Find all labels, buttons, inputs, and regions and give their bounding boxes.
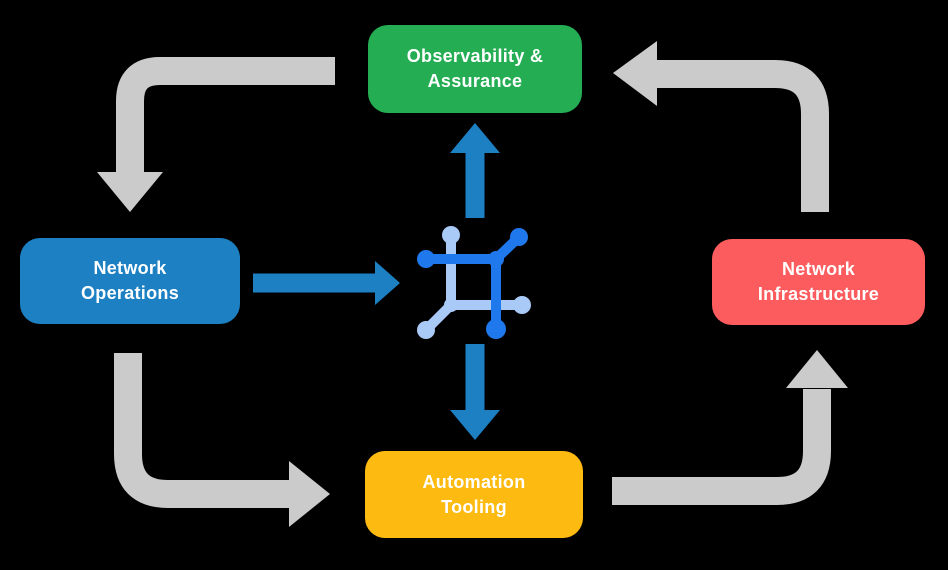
box-network-operations: Network Operations <box>20 238 240 324</box>
box-observability-assurance: Observability & Assurance <box>368 25 582 113</box>
box-label-line: Tooling <box>441 496 507 517</box>
arrow-infrastructure-to-observability <box>613 41 829 212</box>
box-label-line: Network <box>93 258 167 278</box>
box-label-line: Automation <box>422 471 526 492</box>
arrow-observability-to-operations <box>97 57 335 212</box>
box-network-infrastructure: Network Infrastructure <box>712 239 925 325</box>
arrow-operations-to-core <box>253 261 400 305</box>
box-label-line: Infrastructure <box>757 284 880 304</box>
arrow-head <box>97 172 163 212</box>
network-mesh-icon-dark-part <box>417 228 528 339</box>
arrow-shaft <box>612 389 831 505</box>
network-mesh-icon <box>417 226 531 339</box>
arrow-head <box>613 41 657 106</box>
arrow-head <box>786 350 848 388</box>
arrow-core-to-automation <box>450 344 500 440</box>
box-label-line: Observability & <box>406 46 544 66</box>
arrow-head <box>450 123 500 153</box>
arrow-automation-to-infrastructure <box>612 350 848 505</box>
arrow-operations-to-automation <box>114 353 330 527</box>
box-label-line: Network <box>781 259 856 279</box>
arrow-head <box>450 410 500 440</box>
arrow-shaft <box>657 60 829 212</box>
box-automation-tooling: Automation Tooling <box>365 451 583 538</box>
arrow-shaft <box>116 57 335 173</box>
arrow-core-to-observability <box>450 123 500 218</box>
box-label-line: Operations <box>80 283 180 303</box>
arrow-head <box>289 461 330 527</box>
arrow-shaft <box>114 353 289 508</box>
box-label-line: Assurance <box>427 71 523 91</box>
arrow-head <box>375 261 400 305</box>
